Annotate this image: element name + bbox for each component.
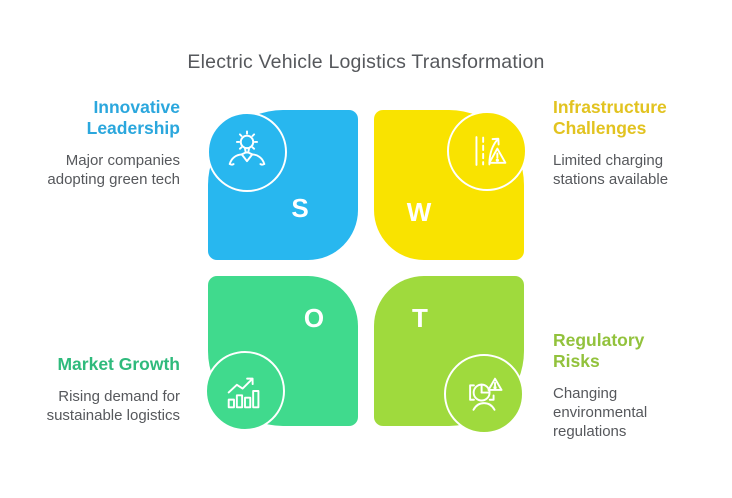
leadership-idea-icon xyxy=(228,130,266,166)
weaknesses-letter: W xyxy=(406,197,432,227)
weaknesses-text-block: Infrastructure Challenges Limited chargi… xyxy=(553,97,708,189)
opportunities-description: Rising demand for sustainable logistics xyxy=(46,388,180,424)
threats-icon-badge xyxy=(444,354,524,434)
strengths-text-block: Innovative Leadership Major companies ad… xyxy=(20,97,180,189)
page-title: Electric Vehicle Logistics Transformatio… xyxy=(187,51,545,73)
strengths-heading: Innovative Leadership xyxy=(86,97,180,138)
road-warning-icon xyxy=(475,136,507,166)
strengths-description: Major companies adopting green tech xyxy=(47,152,180,188)
threats-description: Changing environmental regulations xyxy=(553,385,648,440)
threats-text-block: Regulatory Risks Changing environmental … xyxy=(553,330,679,441)
strengths-letter: S xyxy=(291,193,309,223)
weaknesses-description: Limited charging stations available xyxy=(553,152,669,188)
opportunities-heading: Market Growth xyxy=(57,354,180,374)
opportunities-letter: O xyxy=(303,303,325,333)
opportunities-text-block: Market Growth Rising demand for sustaina… xyxy=(20,354,180,425)
opportunities-icon-badge xyxy=(205,351,285,431)
threats-heading: Regulatory Risks xyxy=(553,330,645,371)
pie-warning-icon xyxy=(469,377,503,411)
strengths-icon-badge xyxy=(207,112,287,192)
growth-chart-icon xyxy=(227,377,260,409)
weaknesses-icon-badge xyxy=(447,111,527,191)
threats-letter: T xyxy=(412,303,428,333)
weaknesses-heading: Infrastructure Challenges xyxy=(553,97,667,138)
